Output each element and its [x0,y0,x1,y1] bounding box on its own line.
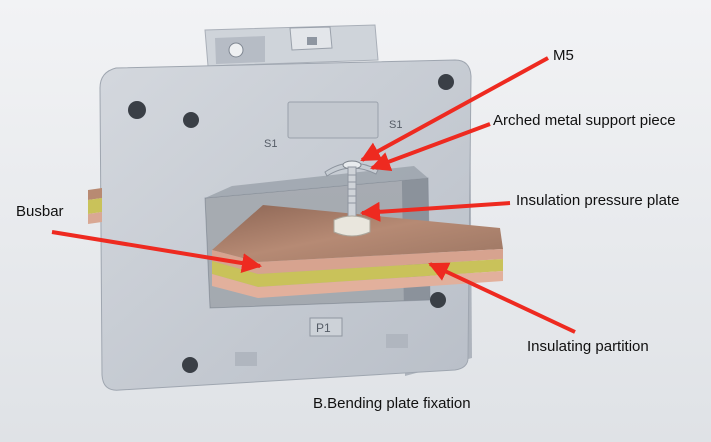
arrow-m5 [360,56,549,162]
label-m5: M5 [553,47,574,64]
fixing-assembly [324,160,379,237]
arrow-insulating-partition [428,262,576,334]
label-insulation-pressure-plate: Insulation pressure plate [516,192,680,209]
mounting-holes [128,74,454,373]
label-insulating-partition: Insulating partition [527,338,649,355]
marking-p1: P1 [316,321,331,335]
foot-right [386,334,408,348]
arrow-arched-support [370,122,491,172]
busbar-rear-stub [88,188,102,224]
terminal-block [204,24,379,67]
marking-s1-right: S1 [389,119,402,131]
figure-caption: B.Bending plate fixation [313,395,471,412]
label-arched-support: Arched metal support piece [493,112,676,129]
p1-plate [309,317,343,337]
marking-s1-left: S1 [264,138,277,150]
foot-left [235,352,257,366]
arrow-busbar [51,230,262,273]
arched-support [324,162,379,177]
insulation-pressure-plate [333,215,371,237]
callout-arrows [51,56,576,334]
busbar-copper-edge [212,249,503,274]
label-busbar: Busbar [16,203,64,220]
arrow-insulation-pressure-plate [360,201,511,222]
nameplate-recess [287,101,379,139]
